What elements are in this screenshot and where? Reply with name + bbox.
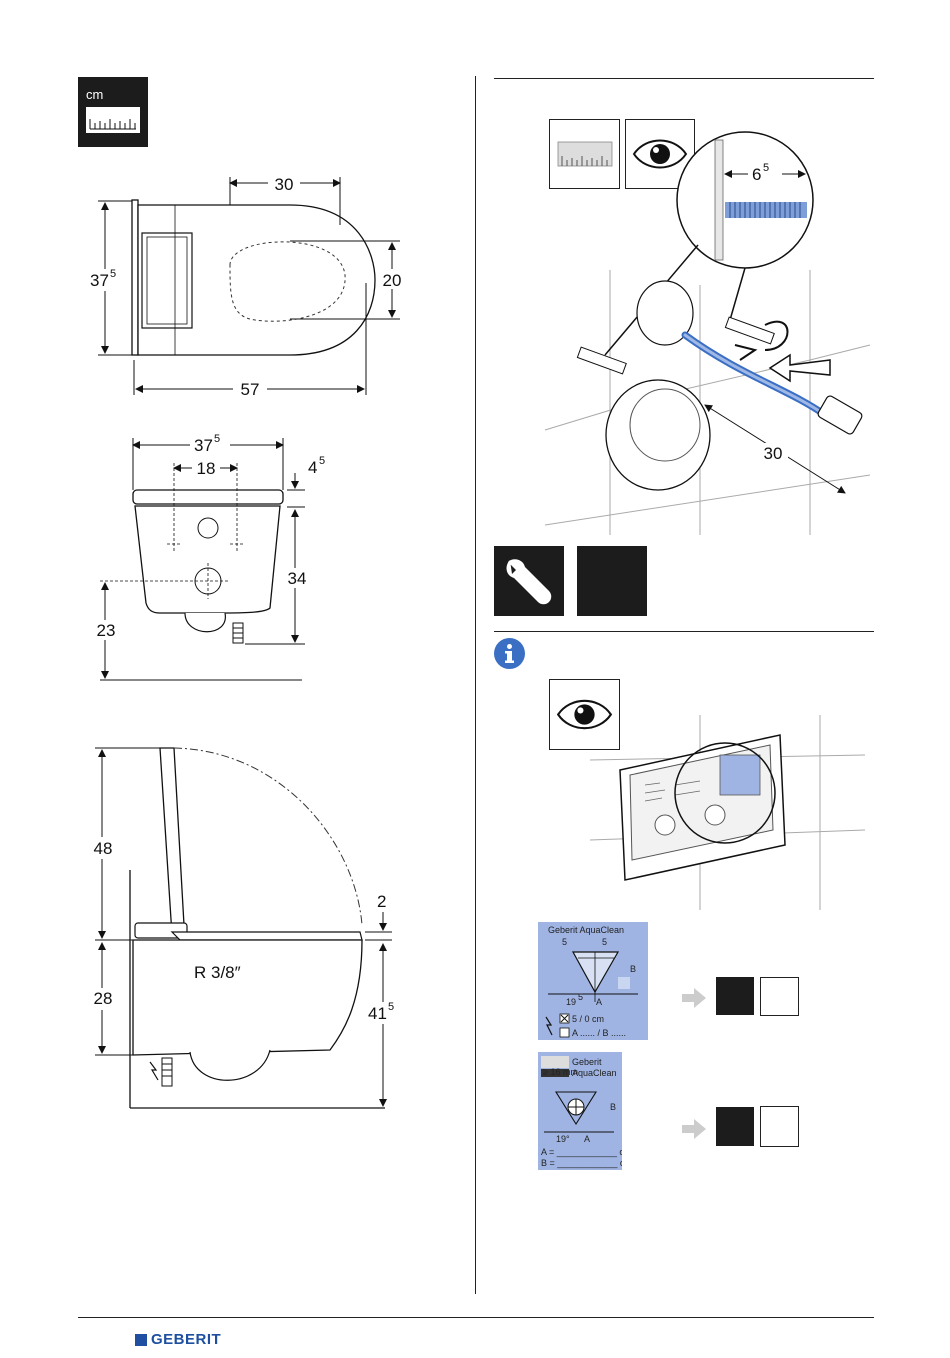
label1-brand: Geberit AquaClean (548, 925, 624, 935)
dim-side-body: 28 (94, 989, 113, 1008)
result-box-light-1 (760, 977, 799, 1016)
column-divider (475, 76, 476, 1294)
label1-option-checked: 5 / 0 cm (572, 1014, 604, 1024)
front-view-drawing: 37 5 18 4 5 34 23 (80, 428, 430, 688)
label1-option-unchecked: A ...... / B ...... (572, 1028, 626, 1038)
footer-brand: GEBERIT (151, 1331, 221, 1348)
wrench-icon-box (494, 546, 564, 616)
label1-angle-sup: 5 (578, 992, 583, 1002)
dim-top-length: 57 (241, 380, 260, 399)
result-box-light-2 (760, 1106, 799, 1147)
side-view-drawing: R 3/8″ 48 28 2 41 5 (80, 740, 430, 1120)
dim-top-height-left-sup: 5 (110, 268, 116, 280)
dim-front-offset: 4 (308, 458, 317, 477)
label1-axis-a: A (596, 997, 602, 1007)
dim-top-width: 30 (275, 175, 294, 194)
frame-illustration (590, 715, 865, 910)
footer-logo: GEBERIT (135, 1331, 221, 1348)
dim-side-seat-gap: 2 (377, 892, 386, 911)
arrow-right-icon (680, 1117, 708, 1141)
label2-axis-b: B (610, 1102, 616, 1112)
dim-front-offset-sup: 5 (319, 455, 325, 467)
label2-field-b: B = ____________ cm (541, 1158, 622, 1168)
label2-brand-line2: AquaClean (572, 1068, 617, 1078)
dim-side-total: 41 (368, 1004, 387, 1023)
top-view-drawing: 30 37 5 20 57 (80, 165, 430, 410)
dim-side-lid-open: 48 (94, 839, 113, 858)
blank-tool-box (577, 546, 647, 616)
geberit-logo-square-icon (135, 1334, 147, 1346)
dim-front-total: 37 (194, 436, 213, 455)
dim-bolt-length-sup: 5 (763, 162, 769, 174)
top-rule-right (494, 78, 874, 79)
dim-top-height-right: 20 (383, 271, 402, 290)
dim-bolt-length: 6 (752, 165, 761, 184)
label2-brand-line1: Geberit (572, 1057, 602, 1067)
info-icon (494, 638, 525, 669)
label1-dim-a: 5 (562, 937, 567, 947)
label1-dim-b: 5 (602, 937, 607, 947)
info-rule (494, 631, 874, 632)
dim-side-total-sup: 5 (388, 1001, 394, 1013)
wrench-icon (494, 546, 564, 616)
dim-front-drain-height: 23 (97, 621, 116, 640)
dim-hose-length: 30 (764, 444, 783, 463)
result-box-dark-1 (716, 977, 754, 1015)
label1-axis-b: B (630, 964, 636, 974)
label2-axis-a: A (584, 1134, 590, 1144)
label2-angle: 19° (556, 1134, 570, 1144)
side-thread-label: R 3/8″ (194, 963, 241, 982)
units-label: cm (86, 87, 103, 102)
dim-front-total-sup: 5 (214, 433, 220, 445)
label1-angle: 19 (566, 997, 576, 1007)
install-illustration: 6 5 30 (540, 125, 880, 540)
dim-front-bolt-spacing: 18 (197, 459, 216, 478)
label-card-2: ≥ 16 mm Geberit AquaClean 19° A B A = __… (538, 1052, 622, 1170)
label2-field-a: A = ____________ cm (541, 1147, 622, 1157)
arrow-right-icon (680, 986, 708, 1010)
dim-front-bowl-height: 34 (288, 569, 307, 588)
result-box-dark-2 (716, 1107, 754, 1146)
ruler-icon: cm (78, 77, 148, 147)
units-cm-icon: cm (78, 77, 148, 147)
footer-rule (78, 1317, 874, 1318)
label-card-1: Geberit AquaClean 5 5 19 5 A B 5 / 0 cm … (538, 922, 648, 1040)
dim-top-height-left: 37 (90, 271, 109, 290)
